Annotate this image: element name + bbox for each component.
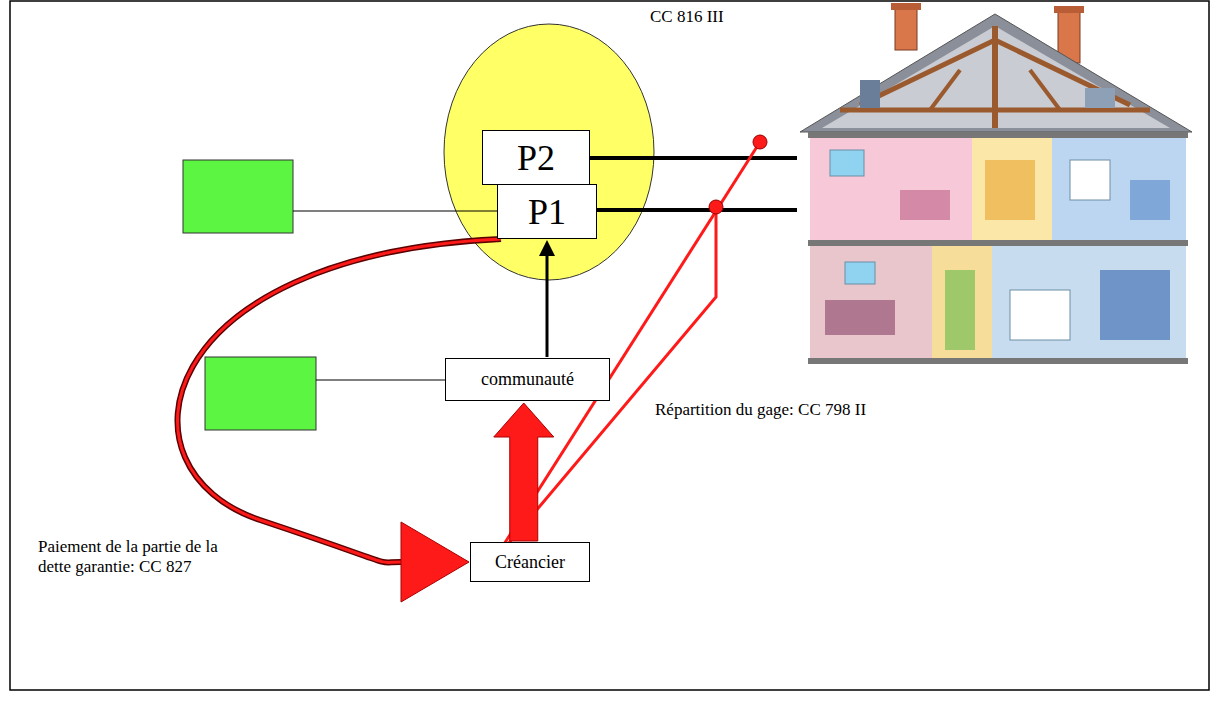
node-text: communauté [481,369,574,390]
arrow-head [401,522,469,602]
creditor-box: Créancier [470,542,590,582]
note-label: Répartition du gage: CC 798 II [655,400,866,420]
block-arrow [494,403,554,541]
link-line [293,211,497,212]
community-box: communauté [445,358,610,401]
connector [177,239,501,602]
pledge-dot [709,200,723,214]
frame [10,1,1209,690]
green-square [205,357,316,430]
link-line [316,380,445,381]
article-label: CC 816 III [650,7,724,27]
connector [494,403,554,541]
connector-line [546,254,549,357]
scope-ellipse: CC 816 IIIP2P1 [443,23,655,281]
node-text: P1 [528,191,566,233]
property-line [590,156,797,160]
share-box: P1 [497,184,597,239]
green-square [183,160,293,233]
share-box: P2 [482,130,590,185]
property-line [597,208,797,212]
node-text: P2 [517,137,555,179]
node-text: Créancier [495,552,565,573]
house-illustration [800,3,1192,364]
pledge-dot [753,135,767,149]
note-label: Paiement de la partie de la dette garant… [38,537,218,578]
